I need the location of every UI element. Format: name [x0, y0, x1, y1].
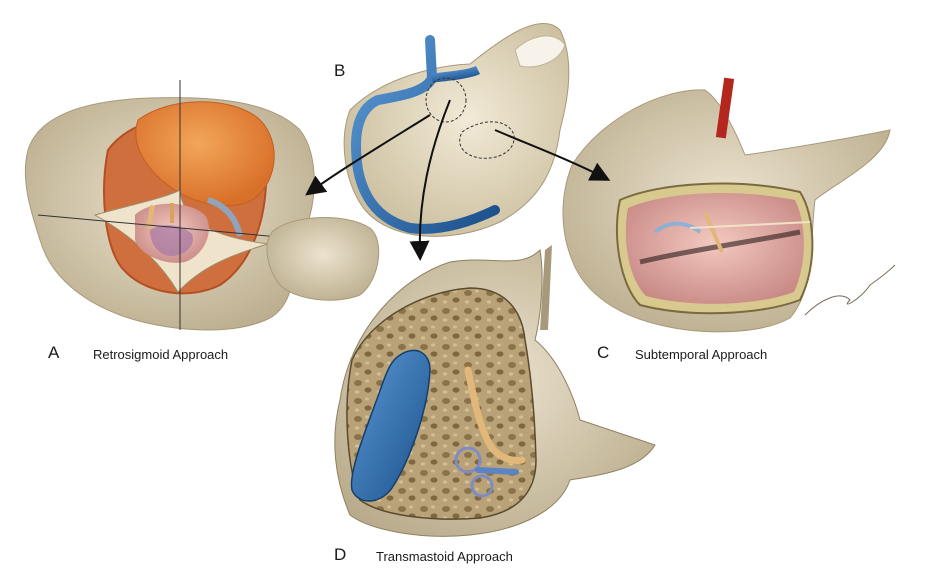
panel-c-letter: C: [597, 343, 610, 362]
arrow-to-d: [409, 99, 451, 261]
panel-d-letter: D: [334, 545, 347, 564]
panel-b-skull-illustration: [343, 23, 570, 237]
panel-b-letter: B: [334, 61, 346, 80]
panel-d-caption: Transmastoid Approach: [376, 549, 513, 564]
arrow-to-c: [494, 129, 611, 181]
panel-c-subtemporal-illustration: [562, 77, 896, 333]
panel-a-letter: A: [48, 343, 60, 362]
panel-a-caption: Retrosigmoid Approach: [93, 347, 229, 362]
panel-d-transmastoid-illustration: [334, 245, 656, 537]
panel-c-caption: Subtemporal Approach: [635, 347, 768, 362]
arrows: [305, 99, 611, 261]
panel-a-retrosigmoid-illustration: [24, 80, 380, 331]
arrow-to-a: [305, 114, 431, 196]
